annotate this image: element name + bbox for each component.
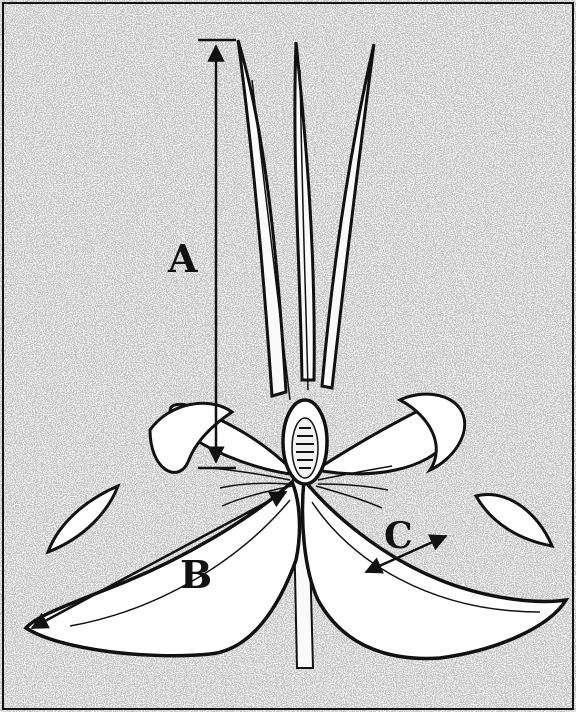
ovary — [283, 400, 327, 484]
label-b: B — [180, 552, 212, 597]
label-c: C — [384, 515, 413, 557]
label-a: A — [167, 236, 198, 281]
